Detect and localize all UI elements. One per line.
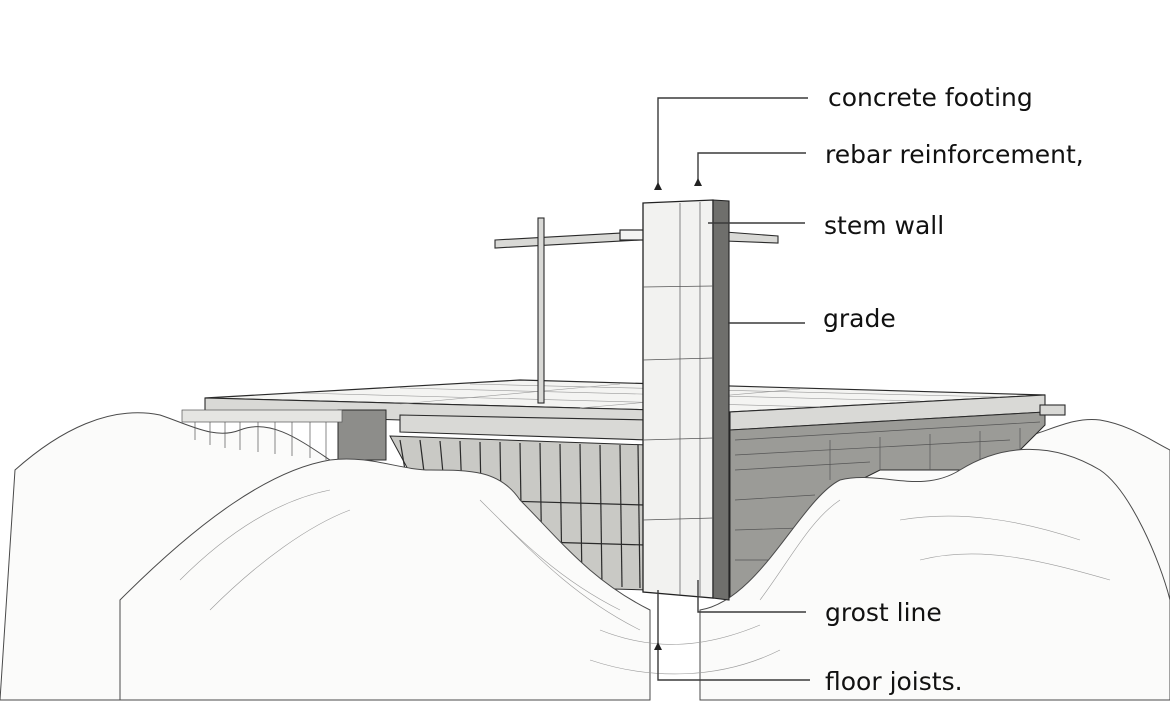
label-grost-line: grost line — [825, 598, 942, 627]
right-ledger — [1039, 404, 1066, 416]
callout-leaders — [654, 97, 810, 681]
foundation-illustration — [0, 199, 1170, 701]
leader-grost-line — [697, 580, 806, 613]
earth-hatching — [179, 489, 1111, 675]
scaffold-beam — [494, 217, 779, 404]
arrowhead-rebar-reinforcement — [694, 178, 702, 186]
label-concrete-footing: concrete footing — [828, 83, 1033, 112]
leader-floor-joists — [657, 590, 810, 681]
column-joints — [642, 202, 714, 596]
leader-concrete-footing — [657, 97, 808, 188]
arrowhead-floor-joists — [654, 642, 662, 650]
left-joist-row — [181, 409, 343, 460]
label-rebar-reinforcement: rebar reinforcement, — [825, 140, 1084, 169]
label-stem-wall: stem wall — [824, 211, 944, 240]
arrowhead-concrete-footing — [654, 182, 662, 190]
label-grade: grade — [823, 304, 896, 333]
leader-rebar-reinforcement — [697, 152, 806, 183]
label-floor-joists: floor joists. — [825, 667, 963, 696]
central-column-side — [712, 199, 730, 601]
callout-labels: concrete footing rebar reinforcement, st… — [823, 83, 1084, 696]
inner-wall-face — [399, 414, 651, 441]
earth-mound-front-right — [699, 448, 1170, 701]
earth-mound-front-left — [119, 458, 651, 701]
left-pier — [337, 409, 387, 461]
central-column-front — [642, 199, 714, 599]
